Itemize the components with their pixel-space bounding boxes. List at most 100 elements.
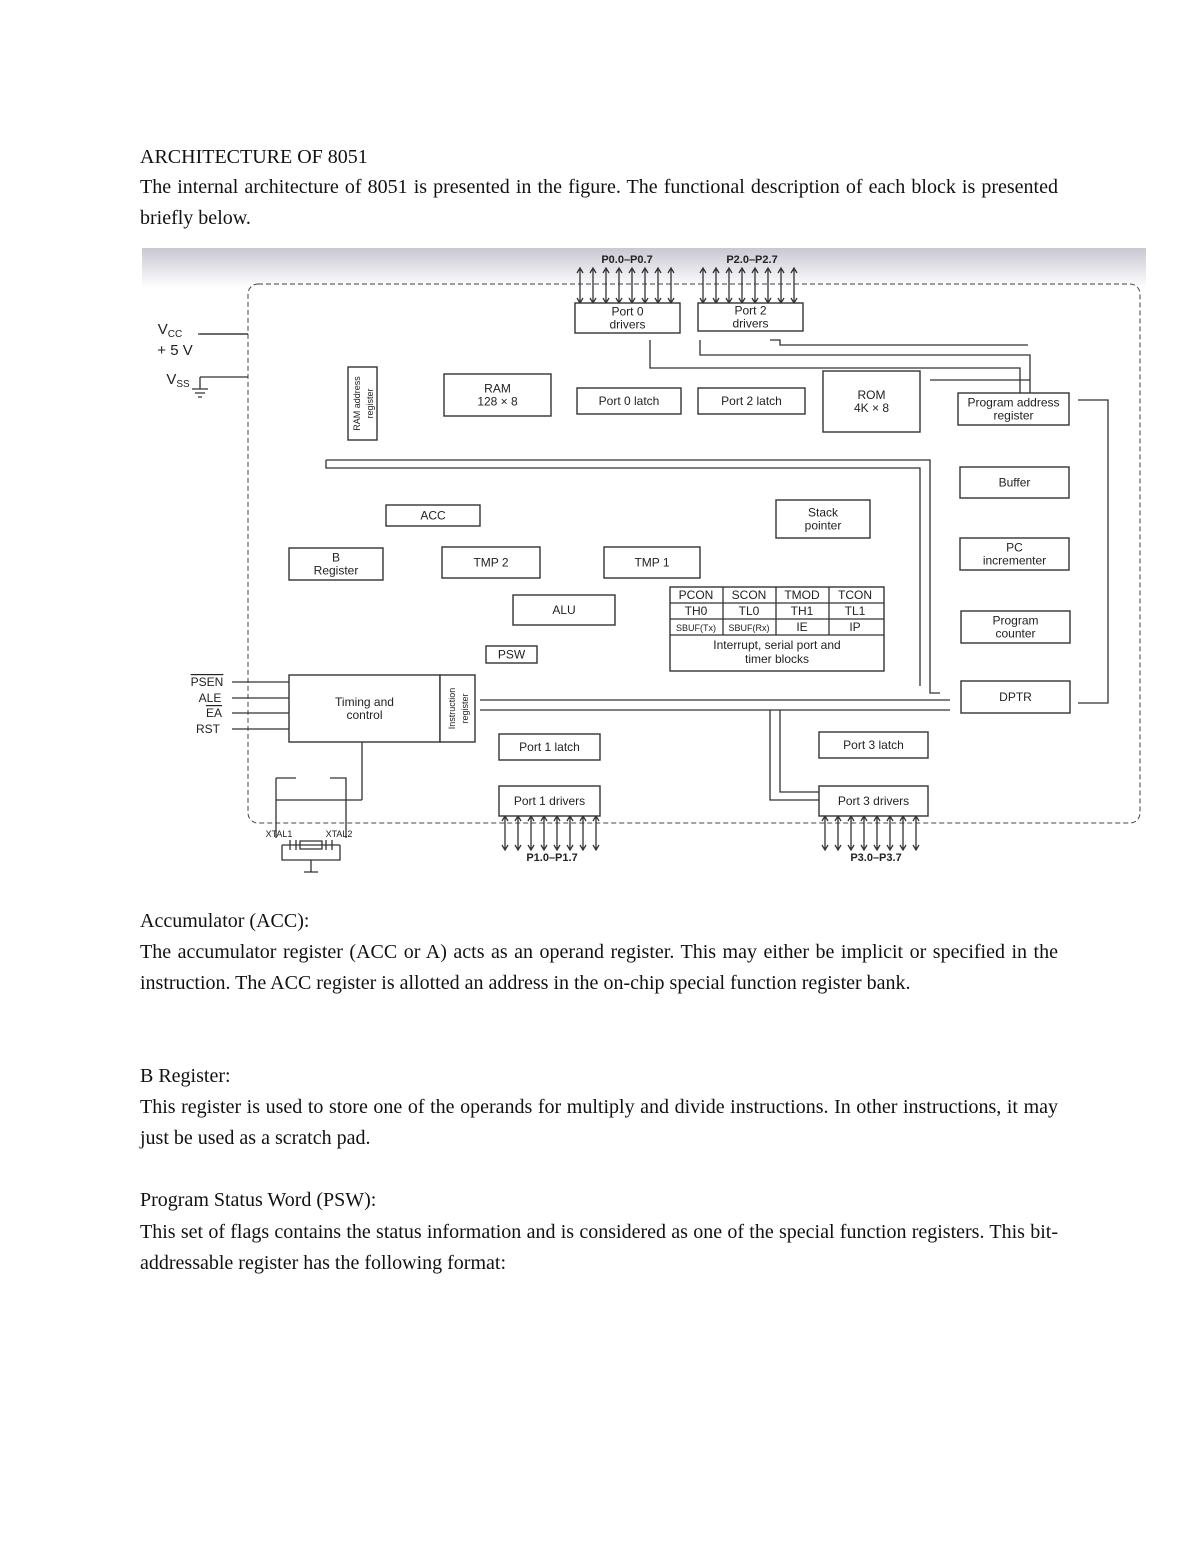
svg-text:counter: counter [995,627,1035,641]
svg-text:drivers: drivers [609,318,645,332]
internal-bus [200,333,1109,838]
section-body: This set of flags contains the status in… [140,1221,1058,1274]
tmp1-block: TMP 1 [603,546,701,579]
xtal1-label: XTAL1 [266,829,293,839]
crystal-icon [281,840,341,873]
svg-text:incrementer: incrementer [983,554,1046,568]
port1-pins-label: P1.0–P1.7 [526,852,577,864]
svg-text:timer blocks: timer blocks [745,652,809,666]
svg-text:ALU: ALU [552,603,575,617]
port0-latch-block: Port 0 latch [576,387,682,415]
buffer-block: Buffer [959,466,1070,499]
svg-text:128 × 8: 128 × 8 [477,395,518,409]
sfr-cell: IE [796,620,807,634]
svg-text:pointer: pointer [805,519,842,533]
sfr-cell: TH1 [791,604,814,618]
port2-latch-block: Port 2 latch [697,387,806,415]
svg-text:Port 2: Port 2 [734,304,766,318]
port0-pins-label: P0.0–P0.7 [601,254,652,266]
svg-text:Buffer: Buffer [999,476,1031,490]
svg-text:Instruction: Instruction [447,688,457,730]
svg-text:RAM address: RAM address [352,376,362,431]
xtal2-label: XTAL2 [326,829,353,839]
svg-text:Port 0: Port 0 [611,305,643,319]
svg-text:ACC: ACC [420,509,446,523]
svg-text:control: control [346,708,382,722]
dptr-block: DPTR [960,680,1071,714]
ale-label: ALE [199,691,222,705]
svg-text:register: register [460,693,470,723]
sfr-cell: PCON [679,588,714,602]
section-heading: Accumulator (ACC): [140,910,310,932]
svg-text:VSS: VSS [166,371,190,390]
document-title: ARCHITECTURE OF 8051 [140,146,368,168]
psw-block: PSW [485,645,538,664]
svg-text:Port 1 latch: Port 1 latch [519,740,580,754]
section-heading: Program Status Word (PSW): [140,1189,377,1211]
svg-text:+ 5 V: + 5 V [157,342,192,359]
svg-text:Port 2 latch: Port 2 latch [721,394,782,408]
svg-text:Register: Register [314,564,359,578]
sfr-cell: SBUF(Rx) [729,623,770,633]
section-body: The accumulator register (ACC or A) acts… [140,941,1058,994]
tmp2-block: TMP 2 [441,546,541,579]
port1-drivers-block: Port 1 drivers [498,785,601,817]
svg-text:register: register [993,409,1033,423]
chip-boundary [247,283,1141,824]
svg-text:B: B [332,551,340,565]
port1-latch-block: Port 1 latch [498,733,601,761]
svg-text:ROM: ROM [858,388,886,402]
svg-text:DPTR: DPTR [999,690,1032,704]
ea-label: EA [206,706,222,720]
psen-label: PSEN [191,675,224,689]
sfr-cell: TCON [838,588,872,602]
port3-drivers-block: Port 3 drivers [818,785,929,817]
svg-text:Port 1 drivers: Port 1 drivers [514,794,585,808]
sfr-cell: SBUF(Tx) [676,623,716,633]
sfr-cell: SCON [732,588,767,602]
section-body: This register is used to store one of th… [140,1096,1058,1149]
svg-text:Stack: Stack [808,506,839,520]
alu-block: ALU [512,594,616,626]
port3-pins-label: P3.0–P3.7 [850,852,901,864]
sfr-cell: TMOD [784,588,820,602]
svg-text:Timing and: Timing and [335,695,394,709]
svg-text:PSW: PSW [498,648,526,662]
rst-label: RST [196,722,221,736]
port2-pins-label: P2.0–P2.7 [726,254,777,266]
sfr-cell: TL1 [845,604,866,618]
scan-shadow [142,248,1146,288]
svg-text:Interrupt, serial port and: Interrupt, serial port and [713,638,840,652]
svg-text:Program: Program [992,614,1038,628]
power-pins: VCC + 5 V VSS [157,321,248,398]
svg-text:Port 3 latch: Port 3 latch [843,738,904,752]
svg-text:RAM: RAM [484,382,511,396]
section-heading: B Register: [140,1065,231,1087]
svg-text:Program address: Program address [967,396,1059,410]
port3-latch-block: Port 3 latch [818,731,929,759]
svg-text:VCC: VCC [158,321,182,340]
svg-text:Port 3 drivers: Port 3 drivers [838,794,909,808]
sfr-cell: TH0 [685,604,708,618]
svg-text:TMP 2: TMP 2 [473,556,508,570]
svg-text:TMP 1: TMP 1 [634,556,669,570]
svg-text:drivers: drivers [732,317,768,331]
svg-text:register: register [365,388,375,418]
svg-text:PC: PC [1006,541,1023,555]
sfr-cell: IP [849,620,860,634]
acc-block: ACC [385,504,481,527]
